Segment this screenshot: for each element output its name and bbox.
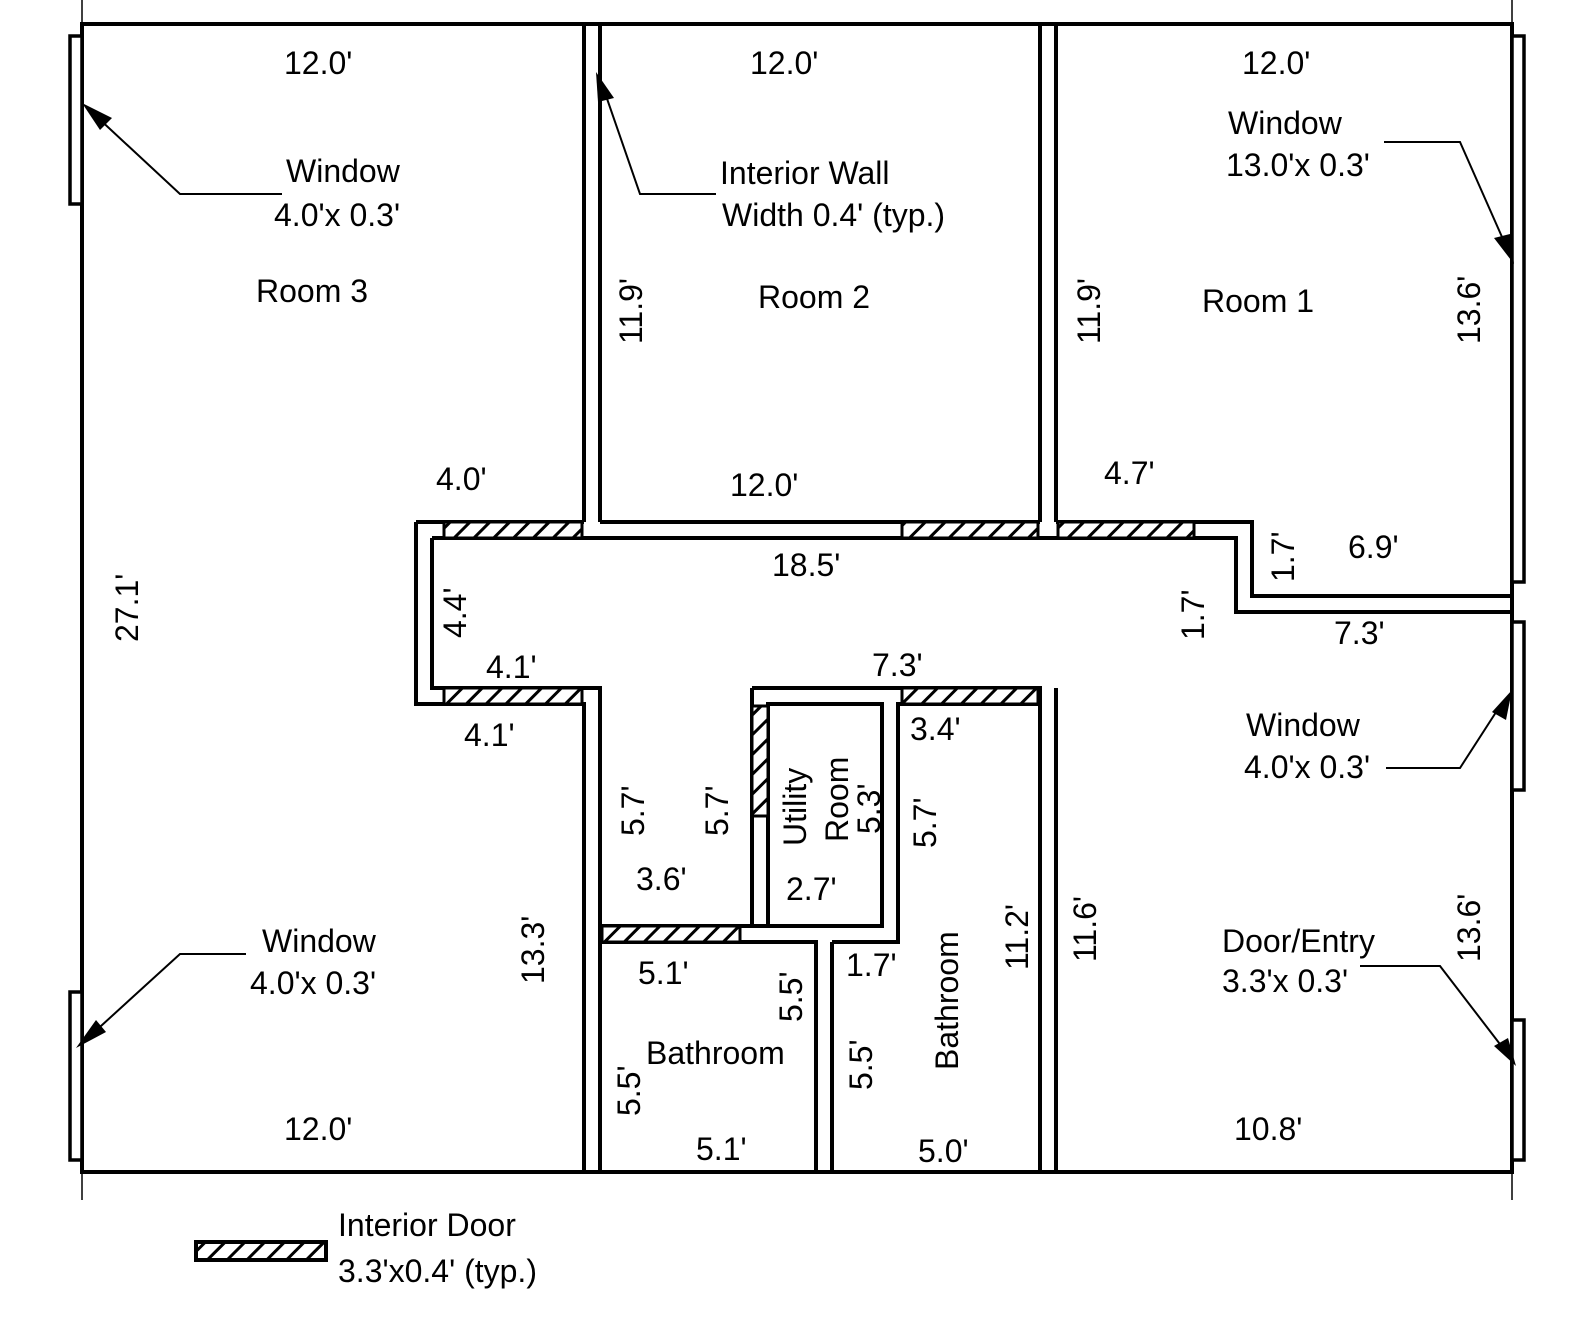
dim-entry-right: 13.6' <box>1451 894 1487 962</box>
window-top-right <box>1510 34 1526 584</box>
dim-room3-bottom: 12.0' <box>284 1111 352 1147</box>
dim-left-height: 27.1' <box>109 574 145 642</box>
legend-door-swatch <box>194 1240 328 1262</box>
dim-hall-top: 18.5' <box>772 547 840 583</box>
callout-window-tl-1: Window <box>286 153 401 189</box>
dim-room1-top: 12.0' <box>1242 45 1310 81</box>
callout-window-tr-1: Window <box>1228 105 1343 141</box>
callout-door-2: 3.3'x 0.3' <box>1222 963 1348 999</box>
dim-bath-r-top: 3.4' <box>910 711 961 747</box>
dim-bath-l-bottom: 5.1' <box>696 1131 747 1167</box>
legend-line-2: 3.3'x0.4' (typ.) <box>338 1253 537 1289</box>
room-1-label: Room 1 <box>1202 283 1314 319</box>
dim-room2-left: 11.9' <box>613 278 649 344</box>
entry-door[interactable] <box>1510 1018 1526 1162</box>
dim-bath-l-top: 5.1' <box>638 955 689 991</box>
door-room2[interactable] <box>900 520 1040 540</box>
callout-wall-2: Width 0.4' (typ.) <box>722 197 945 233</box>
dim-utility-h: 5.3' <box>851 783 887 834</box>
dim-room1-step-v: 1.7' <box>1265 531 1301 582</box>
dim-room3-right: 13.3' <box>515 916 551 984</box>
dim-hall-step-v: 1.7' <box>1175 589 1211 640</box>
room-2-label: Room 2 <box>758 279 870 315</box>
dim-room1-right: 13.6' <box>1451 276 1487 344</box>
dim-bath-l-left: 5.5' <box>611 1065 647 1116</box>
dim-hall-mid: 7.3' <box>872 647 923 683</box>
dim-bath-r-step: 1.7' <box>846 947 897 983</box>
callout-window-r-2: 4.0'x 0.3' <box>1244 749 1370 785</box>
dim-room1-hall: 4.7' <box>1104 455 1155 491</box>
dim-bath-r-left: 5.5' <box>843 1039 879 1090</box>
callout-window-r-1: Window <box>1246 707 1361 743</box>
dim-hall-right: 7.3' <box>1334 615 1385 651</box>
bathroom-right-label: Bathroom <box>929 931 965 1070</box>
dim-room1-left: 11.9' <box>1071 278 1107 344</box>
dim-corr-right: 5.7' <box>699 785 735 836</box>
extension-lines <box>81 0 1513 1200</box>
leaders <box>76 72 1516 1066</box>
window-top-left <box>68 34 84 206</box>
utility-label-1: Utility <box>777 768 813 846</box>
dim-entry-left: 11.6' <box>1067 896 1103 962</box>
dim-hall-inner: 4.1' <box>486 649 537 685</box>
utility-label-2: Room <box>819 757 855 842</box>
window-bottom-left <box>68 990 84 1162</box>
door-utility[interactable] <box>750 704 770 818</box>
dim-hall-left: 4.4' <box>437 587 473 638</box>
interior-doors <box>442 520 1196 944</box>
dim-room3-hall: 4.0' <box>436 461 487 497</box>
dim-room3-top: 12.0' <box>284 45 352 81</box>
dim-corr-bottom: 3.6' <box>636 861 687 897</box>
callout-window-tr-2: 13.0'x 0.3' <box>1226 147 1370 183</box>
dim-bath-r-inner: 5.7' <box>907 797 943 848</box>
dim-corr-left: 5.7' <box>615 785 651 836</box>
dim-room2-top: 12.0' <box>750 45 818 81</box>
callout-door-1: Door/Entry <box>1222 923 1375 959</box>
windows <box>68 34 1526 1162</box>
dim-bath-r-bottom: 5.0' <box>918 1133 969 1169</box>
window-right <box>1510 620 1526 792</box>
dim-entry-bottom: 10.8' <box>1234 1111 1302 1147</box>
callout-wall-1: Interior Wall <box>720 155 890 191</box>
callout-window-bl-1: Window <box>262 923 377 959</box>
door-room3-lower[interactable] <box>442 686 584 706</box>
door-room1[interactable] <box>1056 520 1196 540</box>
door-bathroom-right[interactable] <box>900 686 1040 706</box>
legend: Interior Door 3.3'x0.4' (typ.) <box>194 1207 537 1289</box>
door-bathroom-left[interactable] <box>600 924 742 944</box>
dim-room3-notch: 4.1' <box>464 717 515 753</box>
dim-room2-bottom: 12.0' <box>730 467 798 503</box>
dim-bath-l-right: 5.5' <box>773 971 809 1022</box>
callout-window-bl-2: 4.0'x 0.3' <box>250 965 376 1001</box>
legend-line-1: Interior Door <box>338 1207 516 1243</box>
callout-window-tl-2: 4.0'x 0.3' <box>274 197 400 233</box>
dim-utility-w: 2.7' <box>786 871 837 907</box>
bathroom-left-label: Bathroom <box>646 1035 785 1071</box>
dim-room1-step-h: 6.9' <box>1348 529 1399 565</box>
dim-bath-r-h: 11.2' <box>999 904 1035 970</box>
door-room3[interactable] <box>442 520 584 540</box>
room-3-label: Room 3 <box>256 273 368 309</box>
